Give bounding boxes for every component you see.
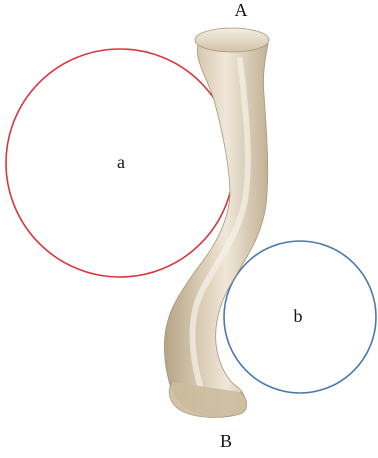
label-top-end: A xyxy=(235,0,248,20)
label-circle-a: a xyxy=(117,152,125,172)
label-circle-b: b xyxy=(294,306,303,326)
label-bottom-end: B xyxy=(220,431,232,451)
